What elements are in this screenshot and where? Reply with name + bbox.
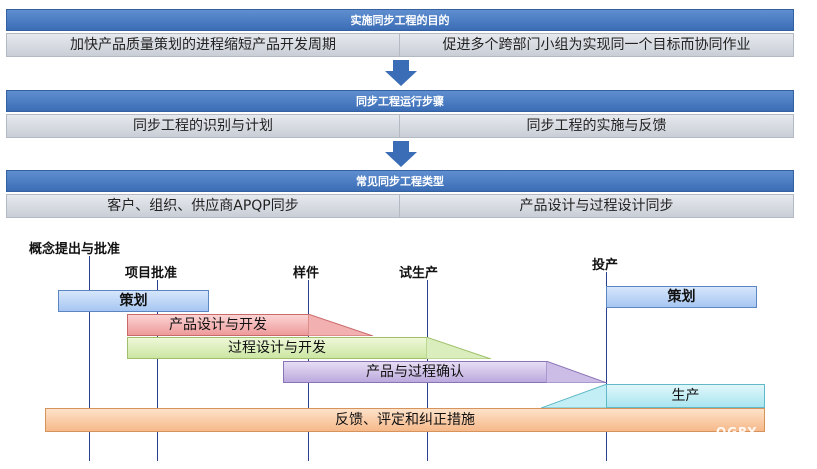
feedback-label: 反馈、评定和纠正措施 xyxy=(335,412,475,428)
milestone-trial: 试生产 xyxy=(399,266,439,281)
validation-taper xyxy=(546,361,608,383)
watermark: OGRY xyxy=(716,425,758,439)
planning-bar-2: 策划 xyxy=(606,286,757,308)
planning-label-2: 策划 xyxy=(667,289,696,305)
planning-label: 策划 xyxy=(119,293,148,309)
purpose-right: 促进多个跨部门小组为实现同一个目标而协同作业 xyxy=(442,37,751,53)
purpose-header: 实施同步工程的目的 xyxy=(6,9,794,31)
production-bar: 生产 xyxy=(606,384,765,408)
process-design-label: 过程设计与开发 xyxy=(228,340,326,356)
milestone-project: 项目批准 xyxy=(125,266,178,281)
types-header: 常见同步工程类型 xyxy=(6,170,794,192)
purpose-left: 加快产品质量策划的进程缩短产品开发周期 xyxy=(7,34,400,56)
milestone-concept: 概念提出与批准 xyxy=(29,242,121,257)
steps-left: 同步工程的识别与计划 xyxy=(7,115,400,137)
steps-row: 同步工程的识别与计划 同步工程的实施与反馈 xyxy=(6,114,794,138)
milestone-launch: 投产 xyxy=(592,258,619,273)
project-line xyxy=(157,280,158,461)
down-arrow-icon xyxy=(385,60,417,86)
concept-line xyxy=(89,256,90,461)
steps-header: 同步工程运行步骤 xyxy=(6,90,794,112)
types-left: 客户、组织、供应商APQP同步 xyxy=(7,195,400,217)
feedback-bar: 反馈、评定和纠正措施 xyxy=(45,408,765,432)
validation-bar: 产品与过程确认 xyxy=(283,361,547,383)
production-ramp xyxy=(541,384,608,408)
milestone-sample: 样件 xyxy=(293,266,320,281)
product-design-taper xyxy=(308,314,374,336)
validation-label: 产品与过程确认 xyxy=(366,364,464,380)
planning-bar: 策划 xyxy=(58,290,209,312)
product-design-bar: 产品设计与开发 xyxy=(127,314,309,336)
process-design-taper xyxy=(426,337,492,359)
down-arrow-icon xyxy=(385,141,417,167)
product-design-label: 产品设计与开发 xyxy=(169,317,267,333)
types-right: 产品设计与过程设计同步 xyxy=(519,198,674,214)
purpose-row: 加快产品质量策划的进程缩短产品开发周期 促进多个跨部门小组为实现同一个目标而协同… xyxy=(6,33,794,57)
production-label: 生产 xyxy=(671,388,700,404)
steps-right: 同步工程的实施与反馈 xyxy=(526,118,667,134)
launch-line xyxy=(606,272,607,461)
types-row: 客户、组织、供应商APQP同步 产品设计与过程设计同步 xyxy=(6,194,794,218)
process-design-bar: 过程设计与开发 xyxy=(127,337,427,359)
